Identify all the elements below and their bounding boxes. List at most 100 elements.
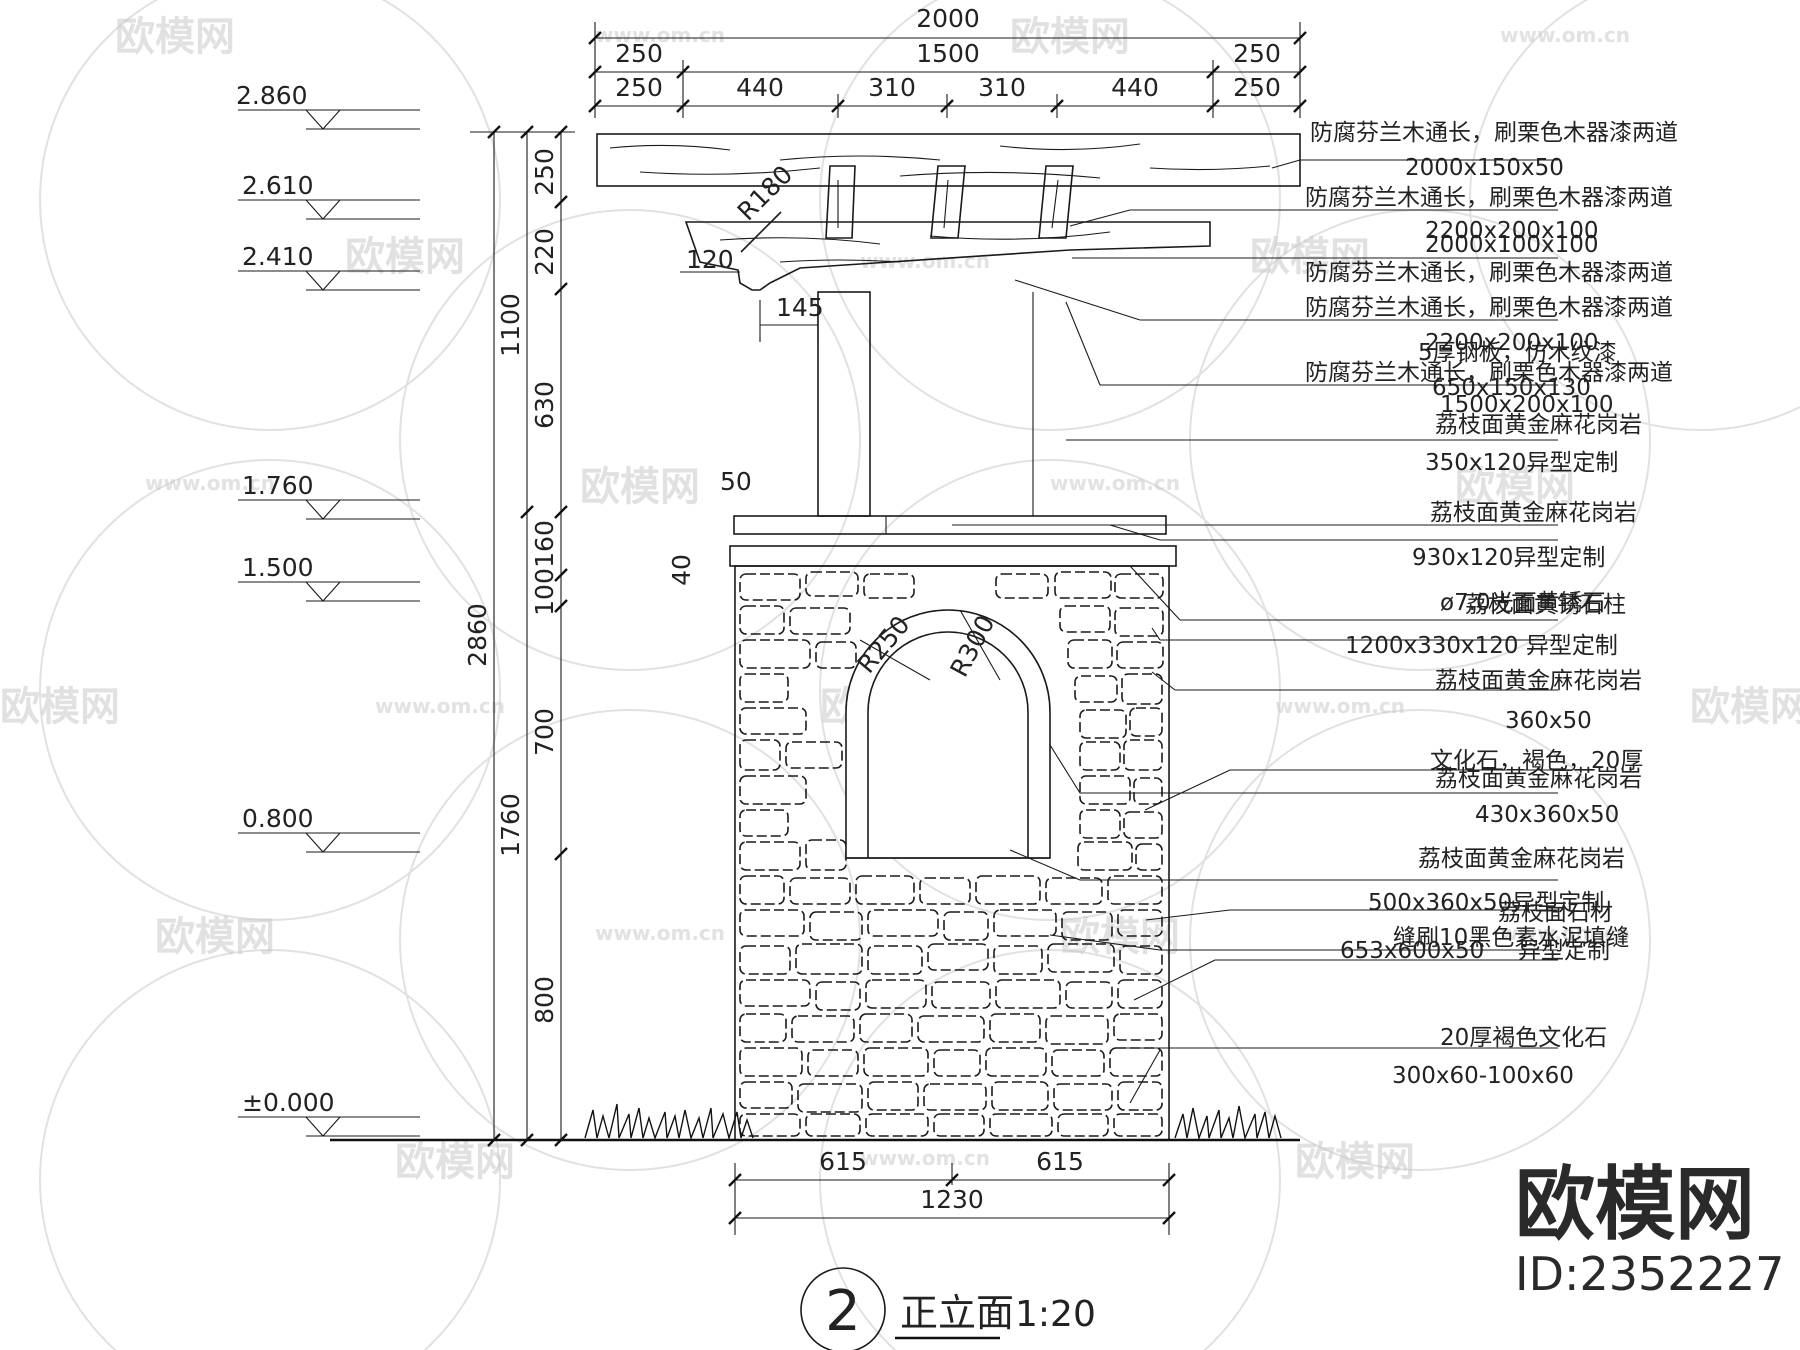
note-spec: 2200x200x100 xyxy=(1425,330,1599,356)
note-text: 荔枝面黄金麻花岗岩 xyxy=(1435,412,1642,438)
dim-top-row2-left: 250 xyxy=(615,39,663,68)
watermark-url: www.om.cn xyxy=(1500,23,1630,47)
title-name: 正立面 xyxy=(900,1291,1014,1335)
rafter-block xyxy=(930,165,966,239)
brand-watermark: 欧模网 ID:2352227 xyxy=(1515,1158,1784,1301)
dim-top-row3-f: 250 xyxy=(1233,73,1281,102)
level-markers: 2.860 2.610 2.410 1.760 1.500 xyxy=(236,81,420,1137)
cap-stones xyxy=(729,515,1177,567)
level-marker: 1.500 xyxy=(238,553,420,602)
note-spec: 653x600x50 xyxy=(1340,938,1484,964)
dim-vertical-inner: 250 xyxy=(530,148,559,196)
note-text: 防腐芬兰木通长，刷栗色木器漆两道 xyxy=(1305,260,1673,286)
dim-vertical-inner: 220 xyxy=(530,228,559,276)
note-spec: 300x60-100x60 xyxy=(1392,1063,1574,1089)
note-text: 防腐芬兰木通长，刷栗色木器漆两道 xyxy=(1305,360,1673,386)
dim-vertical-total: 2860 xyxy=(463,603,492,667)
watermark-brand: 欧模网 xyxy=(1010,14,1130,60)
watermark-brand: 欧模网 xyxy=(395,1139,515,1185)
note-text: 防腐芬兰木通长，刷栗色木器漆两道 xyxy=(1305,295,1673,321)
watermark-brand: 欧模网 xyxy=(580,464,700,510)
note-text: 异型定制 xyxy=(1518,938,1610,964)
dim-bottom-half-left: 615 xyxy=(819,1147,867,1176)
watermark-url: www.om.cn xyxy=(1050,471,1180,495)
drawing-title: 2 正立面 1:20 xyxy=(800,1267,1096,1350)
arched-niche: R250 R300 xyxy=(845,609,1051,859)
level-label: 0.800 xyxy=(242,804,314,833)
note-spec: 500x360x50异型定制 xyxy=(1368,890,1604,916)
dim-top-row2-right: 250 xyxy=(1233,39,1281,68)
leader-lines xyxy=(952,159,1558,1104)
dim-top-row3-e: 440 xyxy=(1111,73,1159,102)
dim-vertical-inner: 160 xyxy=(530,520,559,568)
watermark-url: www.om.cn xyxy=(860,1146,990,1170)
dim-vertical-outer-top: 1100 xyxy=(496,293,525,357)
note-spec: 930x120异型定制 xyxy=(1412,545,1605,571)
post xyxy=(817,291,871,517)
stone-wall: R250 R300 xyxy=(734,565,1170,1141)
note-text: 荔枝面黄金麻花岗岩 xyxy=(1435,766,1642,792)
watermark-brand: 欧模网 xyxy=(1250,234,1370,280)
level-marker: 2.610 xyxy=(238,171,420,220)
rafter-block xyxy=(1038,165,1074,239)
level-label: 2.860 xyxy=(236,81,308,110)
watermark-url: www.om.cn xyxy=(1275,694,1405,718)
watermark-brand: 欧模网 xyxy=(115,14,235,60)
dim-vertical-inner: 700 xyxy=(530,708,559,756)
watermark-brand: 欧模网 xyxy=(345,234,465,280)
top-purlin xyxy=(596,133,1301,187)
brand-id: ID:2352227 xyxy=(1515,1247,1784,1301)
dim-top-row3-a: 250 xyxy=(615,73,663,102)
level-marker: 2.860 xyxy=(236,81,420,130)
ground xyxy=(330,1103,1300,1142)
watermark-circles xyxy=(39,0,1800,1350)
level-label: 2.610 xyxy=(242,171,314,200)
pergola xyxy=(596,133,1301,517)
note-spec: 2200x200x100 xyxy=(1425,218,1599,244)
watermark-brand: 欧模网 xyxy=(1455,464,1575,510)
note-text: 荔枝面石材 xyxy=(1498,900,1613,926)
watermark-brand: 欧模网 xyxy=(1295,1139,1415,1185)
title-scale: 1:20 xyxy=(1015,1294,1096,1335)
dim-top-row3-c: 310 xyxy=(868,73,916,102)
note-text: 5厚钢板，仿木纹漆 xyxy=(1418,340,1617,366)
watermark-brand: 欧模网 xyxy=(0,684,120,730)
level-marker: 0.800 xyxy=(238,804,420,853)
watermark-url: www.om.cn xyxy=(1500,921,1630,945)
level-label: 1.500 xyxy=(242,553,314,582)
note-text: 缝刷10黑色素水泥填缝 xyxy=(1393,925,1629,951)
misc-dimensions: 120 R180 145 50 40 xyxy=(667,160,824,586)
note-spec: 350x120异型定制 xyxy=(1425,450,1618,476)
dim-beam-radius: R180 xyxy=(732,160,799,227)
dim-overhang: 120 xyxy=(686,245,734,274)
cap-stone-lower xyxy=(729,545,1177,567)
note-text: 荔枝面黄锈石柱 xyxy=(1465,592,1626,618)
note-spec: 1500x200x100 xyxy=(1440,392,1614,418)
level-label: ±0.000 xyxy=(242,1088,335,1117)
note-text: 文化石，褐色，20厚 xyxy=(1430,748,1643,774)
top-dimension-chains: 2000 250 1500 250 250 440 310 310 440 25… xyxy=(588,4,1307,118)
note-text: 20厚褐色文化石 xyxy=(1440,1025,1607,1051)
note-text: 荔枝面黄金麻花岗岩 xyxy=(1418,846,1625,872)
watermark-url: www.om.cn xyxy=(595,23,725,47)
note-spec: 2000x100x100 xyxy=(1425,232,1599,258)
level-label: 2.410 xyxy=(242,242,314,271)
dim-top-row3-d: 310 xyxy=(978,73,1026,102)
level-label: 1.760 xyxy=(242,471,314,500)
dim-cap-gap: 40 xyxy=(667,554,696,586)
annotation-notes: 防腐芬兰木通长，刷栗色木器漆两道 2000x150x50 防腐芬兰木通长，刷栗色… xyxy=(1305,120,1678,1089)
vertical-dimension-chains: 2860 1100 1760 250 220 630 160 100 700 8… xyxy=(463,125,600,1147)
bottom-dimension-chains: 615 615 1230 xyxy=(728,1147,1176,1235)
note-spec: 650x150x130 xyxy=(1432,375,1591,401)
dim-post-offset: 145 xyxy=(776,293,824,322)
note-text: 防腐芬兰木通长，刷栗色木器漆两道 xyxy=(1305,185,1673,211)
dim-post-width: 50 xyxy=(720,467,752,496)
note-spec: ø7.0光面黄锈石 xyxy=(1440,590,1606,616)
watermark-brand: 欧模网 xyxy=(1690,684,1800,730)
watermark-url: www.om.cn xyxy=(145,471,275,495)
dim-vertical-inner: 100 xyxy=(530,568,559,616)
note-spec: 360x50 xyxy=(1505,708,1592,734)
dim-vertical-inner: 800 xyxy=(530,976,559,1024)
note-spec: 2000x150x50 xyxy=(1405,155,1564,181)
